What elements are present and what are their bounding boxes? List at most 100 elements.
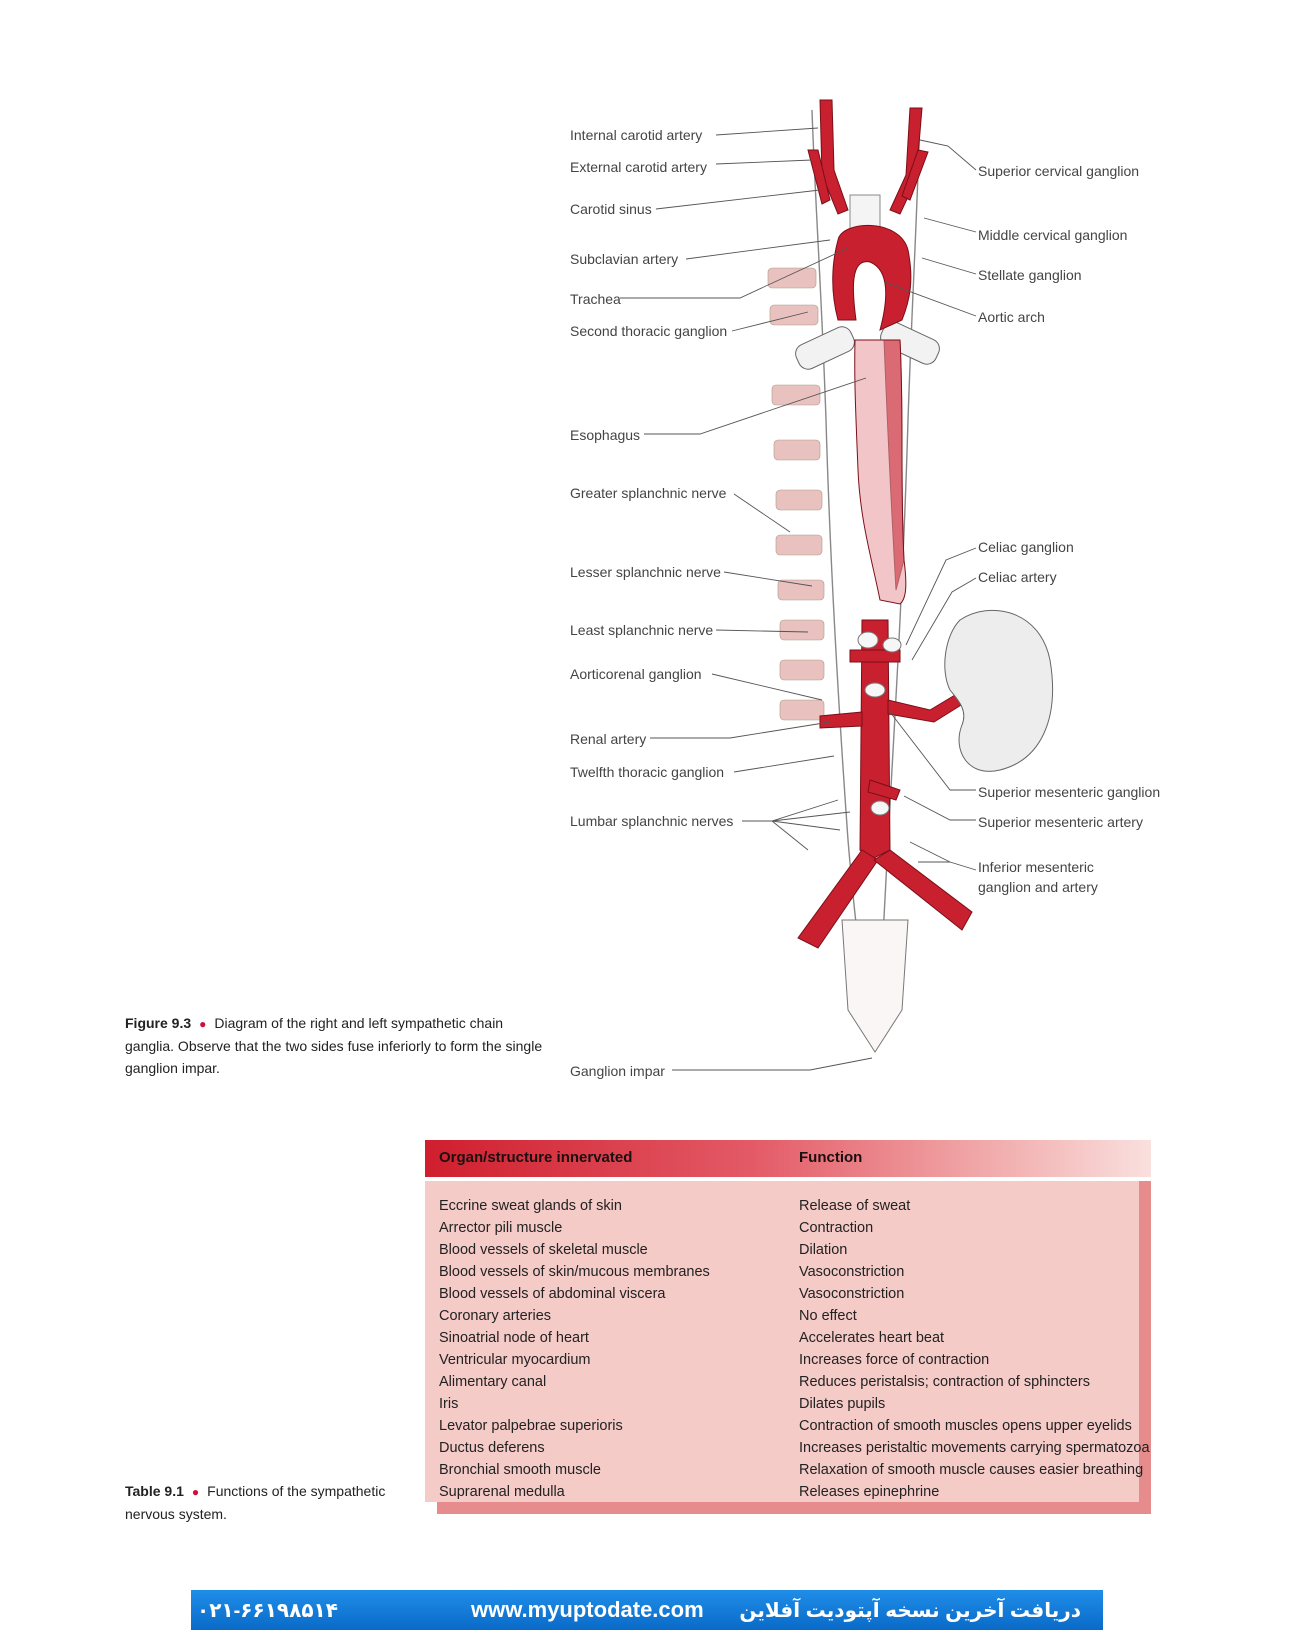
cell-organ: Alimentary canal bbox=[439, 1374, 547, 1390]
label-carotid-sinus: Carotid sinus bbox=[570, 201, 652, 217]
table-row: Suprarenal medulla Releases epinephrine bbox=[425, 1484, 1139, 1506]
cell-organ: Suprarenal medulla bbox=[439, 1484, 565, 1500]
cell-function: Vasoconstriction bbox=[799, 1264, 905, 1280]
cell-function: Increases peristaltic movements carrying… bbox=[799, 1440, 1150, 1456]
label-external-carotid-artery: External carotid artery bbox=[570, 159, 707, 175]
cell-function: Contraction of smooth muscles opens uppe… bbox=[799, 1418, 1132, 1434]
figure-caption: Figure 9.3 ●Diagram of the right and left… bbox=[125, 1012, 555, 1079]
sympathetic-chain-diagram: Internal carotid artery External carotid… bbox=[570, 99, 1160, 1079]
table-row: Arrector pili muscle Contraction bbox=[425, 1220, 1139, 1242]
cell-function: Vasoconstriction bbox=[799, 1286, 905, 1302]
caption-bullet-icon: ● bbox=[199, 1017, 207, 1031]
table-row: Blood vessels of skin/mucous membranes Va… bbox=[425, 1264, 1139, 1286]
cell-function: Accelerates heart beat bbox=[799, 1330, 945, 1346]
label-celiac-ganglion: Celiac ganglion bbox=[978, 539, 1074, 555]
cell-organ: Iris bbox=[439, 1396, 459, 1412]
leader-lines-left bbox=[620, 127, 873, 1071]
label-trachea: Trachea bbox=[570, 291, 621, 307]
table-row: Ductus deferens Increases peristaltic mov… bbox=[425, 1440, 1150, 1462]
banner-url-link[interactable]: www.myuptodate.com bbox=[471, 1597, 704, 1622]
label-esophagus: Esophagus bbox=[570, 427, 640, 443]
cell-function: Dilation bbox=[799, 1242, 848, 1258]
cell-function: Releases epinephrine bbox=[799, 1484, 940, 1500]
banner-promo-text: دریافت آخرین نسخه آپتودیت آفلاین bbox=[739, 1600, 1081, 1622]
cell-organ: Blood vessels of skeletal muscle bbox=[439, 1242, 648, 1258]
right-common-iliac bbox=[873, 849, 973, 931]
banner-phone: ۰۲۱-۶۶۱۹۸۵۱۴ bbox=[197, 1600, 338, 1622]
cell-function: Relaxation of smooth muscle causes easie… bbox=[799, 1462, 1144, 1478]
label-lumbar-splanchnic-nerves: Lumbar splanchnic nerves bbox=[570, 813, 733, 829]
aortic-arch bbox=[832, 224, 912, 331]
figure-number: Figure 9.3 bbox=[125, 1015, 192, 1031]
cell-function: Dilates pupils bbox=[799, 1396, 886, 1412]
carotid-arteries bbox=[807, 99, 929, 215]
sacrum-outline bbox=[841, 919, 909, 1053]
cell-organ: Blood vessels of skin/mucous membranes bbox=[439, 1264, 710, 1280]
caption-bullet-icon: ● bbox=[191, 1485, 200, 1499]
sympathetic-functions-table: Eccrine sweat glands of skin Release of s… bbox=[425, 1140, 1151, 1514]
table-row: Levator palpebrae superioris Contraction … bbox=[425, 1418, 1139, 1440]
label-aortic-arch: Aortic arch bbox=[978, 309, 1045, 325]
figure-caption-text: Diagram of the right and left sympatheti… bbox=[125, 1015, 543, 1076]
cell-function: Reduces peristalsis; contraction of sphi… bbox=[799, 1374, 1090, 1390]
label-middle-cervical-ganglion: Middle cervical ganglion bbox=[978, 227, 1127, 243]
visceral-branches bbox=[819, 649, 967, 801]
table-header: Organ/structure innervated Function bbox=[425, 1140, 1151, 1181]
label-superior-mesenteric-ganglion: Superior mesenteric ganglion bbox=[978, 784, 1160, 800]
cell-organ: Bronchial smooth muscle bbox=[439, 1462, 601, 1478]
cell-organ: Ductus deferens bbox=[439, 1440, 545, 1456]
cell-function: Release of sweat bbox=[799, 1198, 911, 1214]
table-row: Eccrine sweat glands of skin Release of s… bbox=[425, 1198, 1139, 1220]
label-celiac-artery: Celiac artery bbox=[978, 569, 1057, 585]
label-superior-cervical-ganglion: Superior cervical ganglion bbox=[978, 163, 1139, 179]
cell-function: Increases force of contraction bbox=[799, 1352, 990, 1368]
labels-right: Superior cervical ganglion Middle cervic… bbox=[978, 163, 1160, 895]
table-row: Blood vessels of skeletal muscle Dilation bbox=[425, 1242, 1139, 1264]
cell-organ: Blood vessels of abdominal viscera bbox=[439, 1286, 666, 1302]
cell-organ: Ventricular myocardium bbox=[439, 1352, 591, 1368]
table-row: Bronchial smooth muscle Relaxation of smo… bbox=[425, 1462, 1143, 1484]
label-ganglion-impar: Ganglion impar bbox=[570, 1063, 665, 1079]
table-caption-text: Functions of the sympathetic nervous sys… bbox=[125, 1483, 386, 1522]
label-second-thoracic-ganglion: Second thoracic ganglion bbox=[570, 323, 727, 339]
cell-organ: Arrector pili muscle bbox=[439, 1220, 563, 1236]
label-ganglion-and-artery: ganglion and artery bbox=[978, 879, 1098, 895]
header-function: Function bbox=[799, 1149, 863, 1166]
label-inferior-mesenteric: Inferior mesenteric bbox=[978, 859, 1094, 875]
table-row: Sinoatrial node of heart Accelerates hear… bbox=[425, 1330, 1139, 1352]
label-aorticorenal-ganglion: Aorticorenal ganglion bbox=[570, 666, 702, 682]
table-number: Table 9.1 bbox=[125, 1483, 184, 1499]
ganglia bbox=[857, 631, 902, 816]
table-row: Iris Dilates pupils bbox=[425, 1396, 1139, 1418]
cell-organ: Sinoatrial node of heart bbox=[439, 1330, 589, 1346]
label-internal-carotid-artery: Internal carotid artery bbox=[570, 127, 702, 143]
table-rows: Eccrine sweat glands of skin Release of s… bbox=[425, 1198, 1150, 1506]
left-common-iliac bbox=[797, 849, 879, 949]
table-row: Blood vessels of abdominal viscera Vasoco… bbox=[425, 1286, 1139, 1308]
leader-lines-right bbox=[883, 139, 977, 871]
cell-function: Contraction bbox=[799, 1220, 874, 1236]
label-renal-artery: Renal artery bbox=[570, 731, 646, 747]
abdominal-aorta bbox=[859, 619, 891, 861]
table-caption: Table 9.1 ●Functions of the sympathetic n… bbox=[125, 1480, 415, 1525]
table-row: Coronary arteries No effect bbox=[425, 1308, 1139, 1330]
kidney bbox=[944, 609, 1054, 772]
header-organ: Organ/structure innervated bbox=[439, 1149, 633, 1166]
labels-left: Internal carotid artery External carotid… bbox=[570, 127, 733, 1079]
label-least-splanchnic-nerve: Least splanchnic nerve bbox=[570, 622, 713, 638]
aorta-shading bbox=[883, 339, 905, 591]
cell-organ: Coronary arteries bbox=[439, 1308, 552, 1324]
label-superior-mesenteric-artery: Superior mesenteric artery bbox=[978, 814, 1143, 830]
table-body: Eccrine sweat glands of skin Release of s… bbox=[425, 1140, 1150, 1502]
cell-function: No effect bbox=[799, 1308, 857, 1324]
label-greater-splanchnic-nerve: Greater splanchnic nerve bbox=[570, 485, 727, 501]
label-subclavian-artery: Subclavian artery bbox=[570, 251, 678, 267]
label-twelfth-thoracic-ganglion: Twelfth thoracic ganglion bbox=[570, 764, 724, 780]
label-stellate-ganglion: Stellate ganglion bbox=[978, 267, 1082, 283]
cell-organ: Levator palpebrae superioris bbox=[439, 1418, 623, 1434]
rib-stubs bbox=[767, 267, 825, 721]
footer-banner[interactable]: ۰۲۱-۶۶۱۹۸۵۱۴ www.myuptodate.com دریافت آ… bbox=[191, 1590, 1103, 1630]
bronchi bbox=[795, 321, 940, 370]
cell-organ: Eccrine sweat glands of skin bbox=[439, 1198, 622, 1214]
table-row: Ventricular myocardium Increases force of… bbox=[425, 1352, 1139, 1374]
